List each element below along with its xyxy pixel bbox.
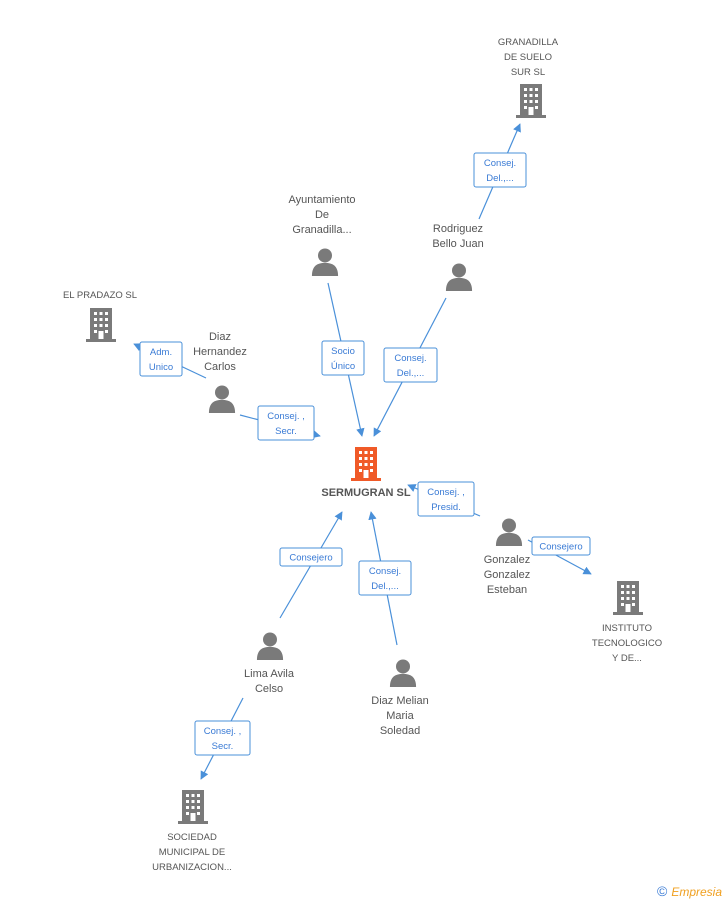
node-label: Carlos <box>204 361 236 373</box>
edge-label-box <box>321 340 365 376</box>
node-sociedad[interactable]: SOCIEDAD MUNICIPAL DE URBANIZACION... <box>152 790 232 873</box>
building-icon <box>178 790 208 824</box>
building-icon <box>516 84 546 118</box>
edge-label-box <box>531 536 591 556</box>
edge-label-box <box>358 560 412 596</box>
edge-label-text: Del.,... <box>371 581 398 592</box>
node-label: Gonzalez <box>484 554 530 566</box>
node-label: Celso <box>255 683 283 695</box>
node-label: DE SUELO <box>504 52 552 63</box>
edge-label-text: Consej. <box>369 566 401 577</box>
node-label: Esteban <box>487 584 527 596</box>
person-icon <box>389 659 417 687</box>
node-label: Maria <box>386 710 414 722</box>
node-label: Diaz Melian <box>371 695 428 707</box>
edge-label-text: Consejero <box>289 553 332 564</box>
node-label: Soledad <box>380 725 420 737</box>
node-label: Diaz <box>209 331 231 343</box>
edge-label-rodriguez-granadilla[interactable]: Consej. Del.,... <box>473 152 527 188</box>
edge-label-diazhernandez-center[interactable]: Consej. , Secr. <box>257 405 315 441</box>
node-label: Ayuntamiento <box>288 194 355 206</box>
building-icon <box>613 581 643 615</box>
node-label: Hernandez <box>193 346 247 358</box>
edge-label-text: Secr. <box>212 741 234 752</box>
building-icon <box>351 447 381 481</box>
edge-label-text: Consej. <box>394 353 426 364</box>
person-icon <box>311 248 339 276</box>
node-label: GRANADILLA <box>498 37 559 48</box>
node-label: Granadilla... <box>292 224 351 236</box>
edge-label-gonzalez-center[interactable]: Consej. , Presid. <box>417 481 475 517</box>
edge-label-text: Consej. , <box>204 726 242 737</box>
edge-label-text: Secr. <box>275 426 297 437</box>
edge-label-text: Del.,... <box>397 368 424 379</box>
node-label: Rodriguez <box>433 223 483 235</box>
node-instituto[interactable]: INSTITUTO TECNOLOGICO Y DE... <box>592 581 662 664</box>
copyright-icon: © <box>656 883 668 899</box>
brand-logo: Empresia <box>671 885 722 899</box>
edge-label-box <box>383 347 438 383</box>
edge-label-box <box>279 547 343 567</box>
edge-label-text: Unico <box>149 362 173 373</box>
node-granadilla[interactable]: GRANADILLA DE SUELO SUR SL <box>498 37 559 118</box>
edge-label-text: Del.,... <box>486 173 513 184</box>
edge-label-limaavila-sociedad[interactable]: Consej. , Secr. <box>194 720 251 756</box>
person-icon <box>208 385 236 413</box>
edge-label-box <box>139 341 183 377</box>
node-label: TECNOLOGICO <box>592 638 662 649</box>
edge-label-box <box>257 405 315 441</box>
node-label: Lima Avila <box>244 668 295 680</box>
person-icon <box>495 518 523 546</box>
node-label: INSTITUTO <box>602 623 652 634</box>
node-center[interactable]: SERMUGRAN SL <box>321 447 411 499</box>
edge-label-box <box>417 481 475 517</box>
edge-label-text: Consejero <box>539 542 582 553</box>
edge-label-gonzalez-instituto[interactable]: Consejero <box>531 536 591 556</box>
node-label: URBANIZACION... <box>152 862 232 873</box>
edge-label-text: Adm. <box>150 347 172 358</box>
node-label: SUR SL <box>511 67 545 78</box>
edge-label-diazmelian-center[interactable]: Consej. Del.,... <box>358 560 412 596</box>
node-label: SERMUGRAN SL <box>321 487 411 499</box>
edge-label-box <box>473 152 527 188</box>
node-label: MUNICIPAL DE <box>159 847 226 858</box>
person-icon <box>445 263 473 291</box>
edge-label-limaavila-center[interactable]: Consejero <box>279 547 343 567</box>
edge-label-text: Socio <box>331 346 355 357</box>
edge-label-box <box>194 720 251 756</box>
node-elpradazo[interactable]: EL PRADAZO SL <box>63 290 137 342</box>
edge-label-text: Único <box>331 361 355 372</box>
node-label: De <box>315 209 329 221</box>
footer-brand: ©Empresia <box>657 883 722 899</box>
edge-label-text: Presid. <box>431 502 461 513</box>
building-icon <box>86 308 116 342</box>
node-label: Y DE... <box>612 653 642 664</box>
node-label: SOCIEDAD <box>167 832 217 843</box>
node-label: EL PRADAZO SL <box>63 290 137 301</box>
node-ayuntamiento[interactable]: AyuntamientoDeGranadilla... <box>288 194 356 276</box>
edge-label-text: Consej. , <box>267 411 305 422</box>
person-icon <box>256 632 284 660</box>
node-label: Gonzalez <box>484 569 530 581</box>
edge-label-text: Consej. <box>484 158 516 169</box>
edge-label-diazhernandez-elpradazo[interactable]: Adm. Unico <box>139 341 183 377</box>
node-label: Bello Juan <box>432 238 483 250</box>
edge-label-text: Consej. , <box>427 487 465 498</box>
edge-label-rodriguez-center[interactable]: Consej. Del.,... <box>383 347 438 383</box>
